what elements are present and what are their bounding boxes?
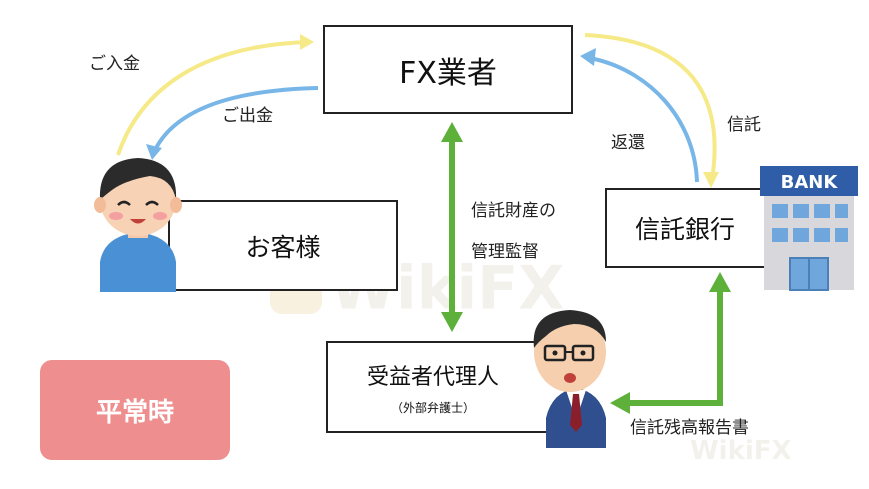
trust-arrow	[584, 33, 717, 181]
trust-bank-label: 信託銀行	[634, 215, 735, 244]
balance-report-arrowhead-left	[610, 392, 630, 414]
deposit-arrowhead	[300, 34, 314, 50]
customer-box: お客様	[168, 200, 398, 291]
supervision-label-line1: 信託財産の	[471, 201, 556, 221]
return-label: 返還	[611, 133, 645, 153]
beneficiary-agent-box: 受益者代理人 （外部弁護士）	[326, 341, 570, 433]
return-arrowhead	[580, 48, 596, 66]
fx-dealer-box: FX業者	[323, 25, 573, 114]
balance-report-arrow	[625, 286, 723, 406]
watermark-corner: WikiFX	[690, 436, 792, 466]
balance-report-arrowhead-up	[709, 272, 731, 292]
balance-report-label: 信託残高報告書	[630, 418, 749, 438]
deposit-label: ご入金	[89, 54, 140, 74]
trust-arrowhead	[703, 172, 719, 188]
supervision-label-line2: 管理監督	[471, 242, 539, 262]
customer-label: お客様	[245, 232, 321, 262]
supervision-arrowhead-top	[441, 122, 463, 142]
normal-time-badge: 平常時	[40, 360, 230, 460]
fx-dealer-label: FX業者	[399, 55, 497, 91]
trust-label: 信託	[727, 115, 761, 135]
beneficiary-agent-sublabel: （外部弁護士）	[390, 400, 475, 415]
return-arrow	[589, 56, 699, 183]
deposit-arrow	[116, 40, 311, 156]
withdrawal-arrowhead	[146, 144, 162, 160]
withdrawal-arrow	[153, 86, 319, 151]
trust-bank-box: 信託銀行	[605, 188, 793, 268]
withdrawal-label: ご出金	[222, 106, 273, 126]
normal-time-label: 平常時	[95, 397, 174, 428]
supervision-arrowhead-bottom	[441, 312, 463, 332]
beneficiary-agent-label: 受益者代理人	[366, 364, 499, 390]
